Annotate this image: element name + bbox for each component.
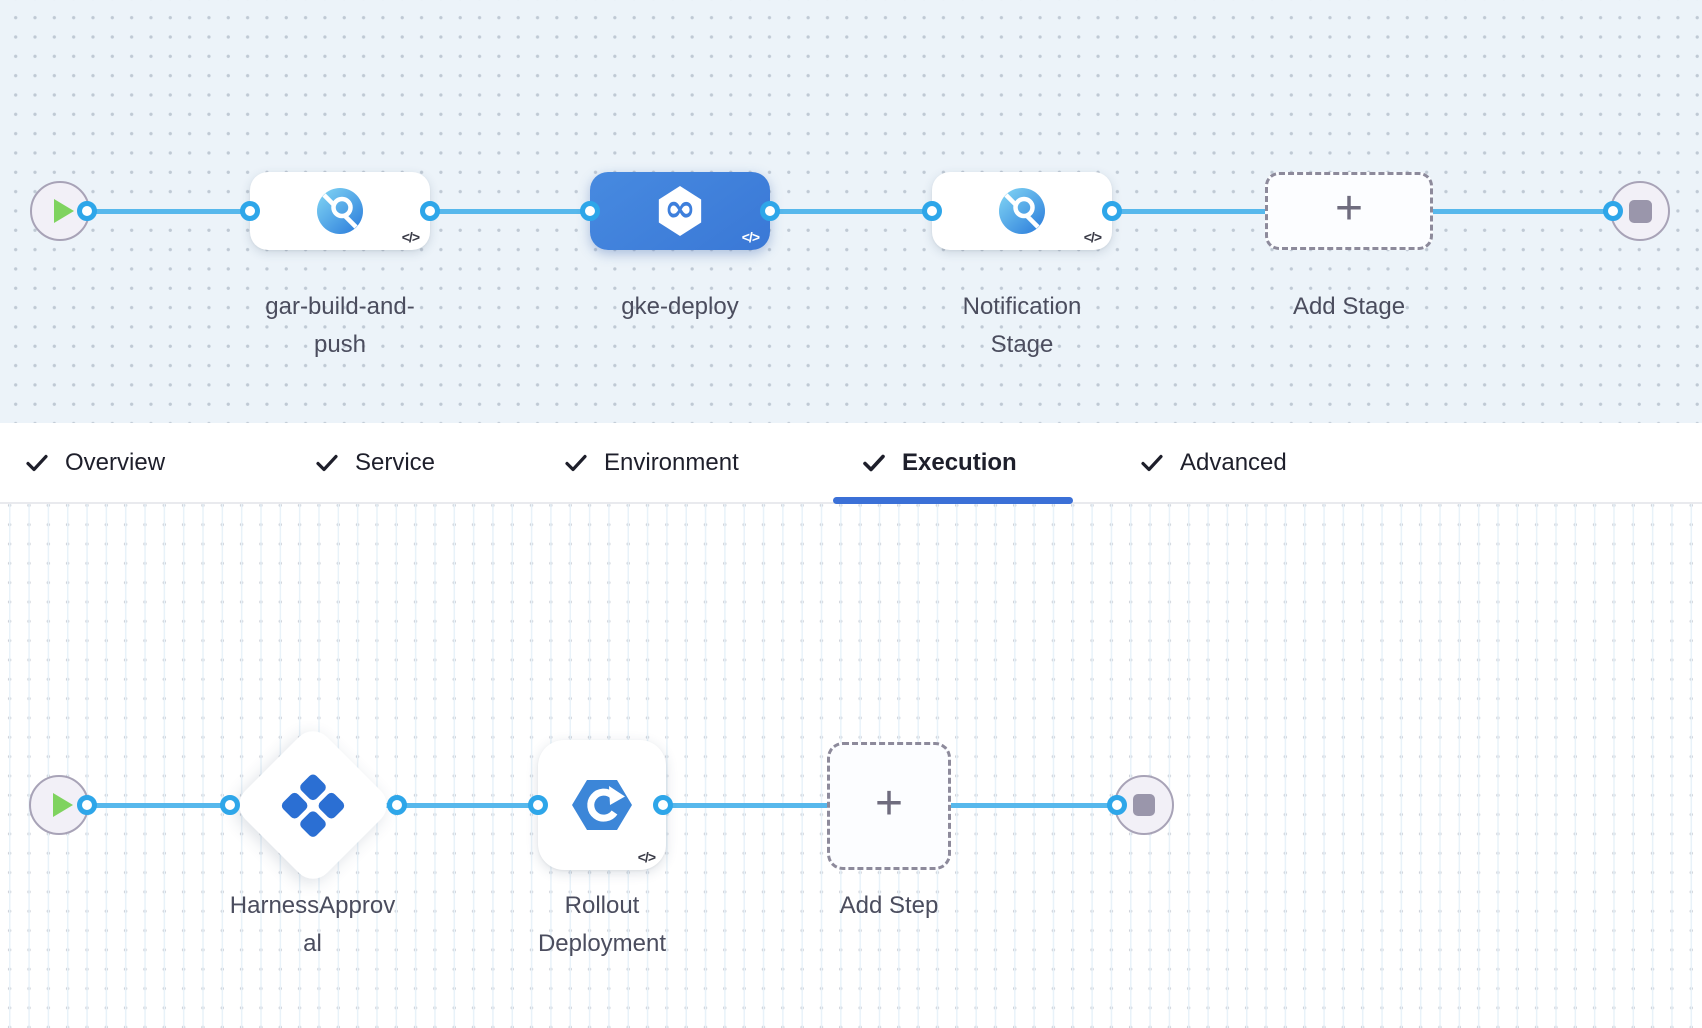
tab-environment[interactable]: Environment (564, 423, 739, 502)
execution-graph-canvas[interactable]: </> + HarnessApproval Rollout Deployment… (0, 504, 1702, 1028)
stage-config-tabbar: Overview Service Environment Execution A… (0, 423, 1702, 504)
tab-label: Advanced (1180, 448, 1287, 476)
connector-dot (922, 201, 942, 221)
yaml-badge-icon[interactable]: </> (637, 849, 656, 865)
tab-label: Environment (604, 448, 739, 476)
execution-end-node (1114, 775, 1174, 835)
connector-dot (420, 201, 440, 221)
stage-connector-line (87, 209, 1613, 214)
check-icon (26, 454, 48, 471)
connector-dot (220, 795, 240, 815)
stage-label: Notification Stage (962, 293, 1082, 358)
yaml-badge-icon[interactable]: </> (1083, 229, 1102, 245)
tab-execution[interactable]: Execution (862, 423, 1017, 502)
connector-dot (1107, 795, 1127, 815)
step-node-rollout-deployment[interactable]: </> (538, 740, 666, 870)
stage-label: gke-deploy (621, 293, 739, 320)
yaml-badge-icon[interactable]: </> (741, 229, 760, 245)
tab-label: Overview (65, 448, 166, 476)
check-icon (863, 454, 885, 471)
approval-icon (279, 771, 347, 839)
stop-icon (1133, 794, 1155, 816)
stop-icon (1628, 199, 1652, 223)
connector-dot (528, 795, 548, 815)
k8s-rollout-icon (570, 777, 634, 833)
connector-dot (387, 795, 407, 815)
pipeline-start-node (30, 181, 90, 241)
ci-build-icon (317, 188, 363, 234)
custom-stage-icon (999, 188, 1045, 234)
tab-service[interactable]: Service (315, 423, 435, 502)
check-icon (565, 454, 587, 471)
add-step-label: Add Step (839, 892, 939, 919)
step-node-harness-approval[interactable] (230, 722, 396, 888)
add-stage-button[interactable]: + (1265, 172, 1433, 250)
connector-dot (1603, 201, 1623, 221)
tab-label: Execution (902, 448, 1017, 476)
step-label: HarnessApproval (229, 892, 396, 957)
play-icon (52, 793, 73, 817)
add-stage-label: Add Stage (1292, 293, 1406, 320)
connector-dot (760, 201, 780, 221)
stage-card-gar-build-and-push[interactable]: </> (250, 172, 430, 250)
tab-overview[interactable]: Overview (25, 423, 165, 502)
tab-advanced[interactable]: Advanced (1140, 423, 1287, 502)
connector-dot (240, 201, 260, 221)
check-icon (316, 454, 338, 471)
stage-label: gar-build-and-push (265, 293, 415, 358)
connector-dot (580, 201, 600, 221)
plus-icon: + (874, 776, 904, 830)
play-icon (53, 199, 74, 223)
connector-dot (77, 795, 97, 815)
step-label: Rollout Deployment (537, 892, 667, 957)
connector-dot (653, 795, 673, 815)
stage-graph-canvas[interactable]: </> ∞ </> </> (0, 0, 1702, 423)
yaml-badge-icon[interactable]: </> (401, 229, 420, 245)
cd-deploy-icon: ∞ (658, 186, 702, 236)
check-icon (1141, 454, 1163, 471)
active-tab-underline (833, 497, 1073, 504)
tab-label: Service (355, 448, 436, 476)
connector-dot (1102, 201, 1122, 221)
add-step-button[interactable]: + (827, 742, 951, 870)
stage-card-notification-stage[interactable]: </> (932, 172, 1112, 250)
plus-icon: + (1334, 181, 1364, 235)
stage-card-gke-deploy[interactable]: ∞ </> (590, 172, 770, 250)
connector-dot (77, 201, 97, 221)
